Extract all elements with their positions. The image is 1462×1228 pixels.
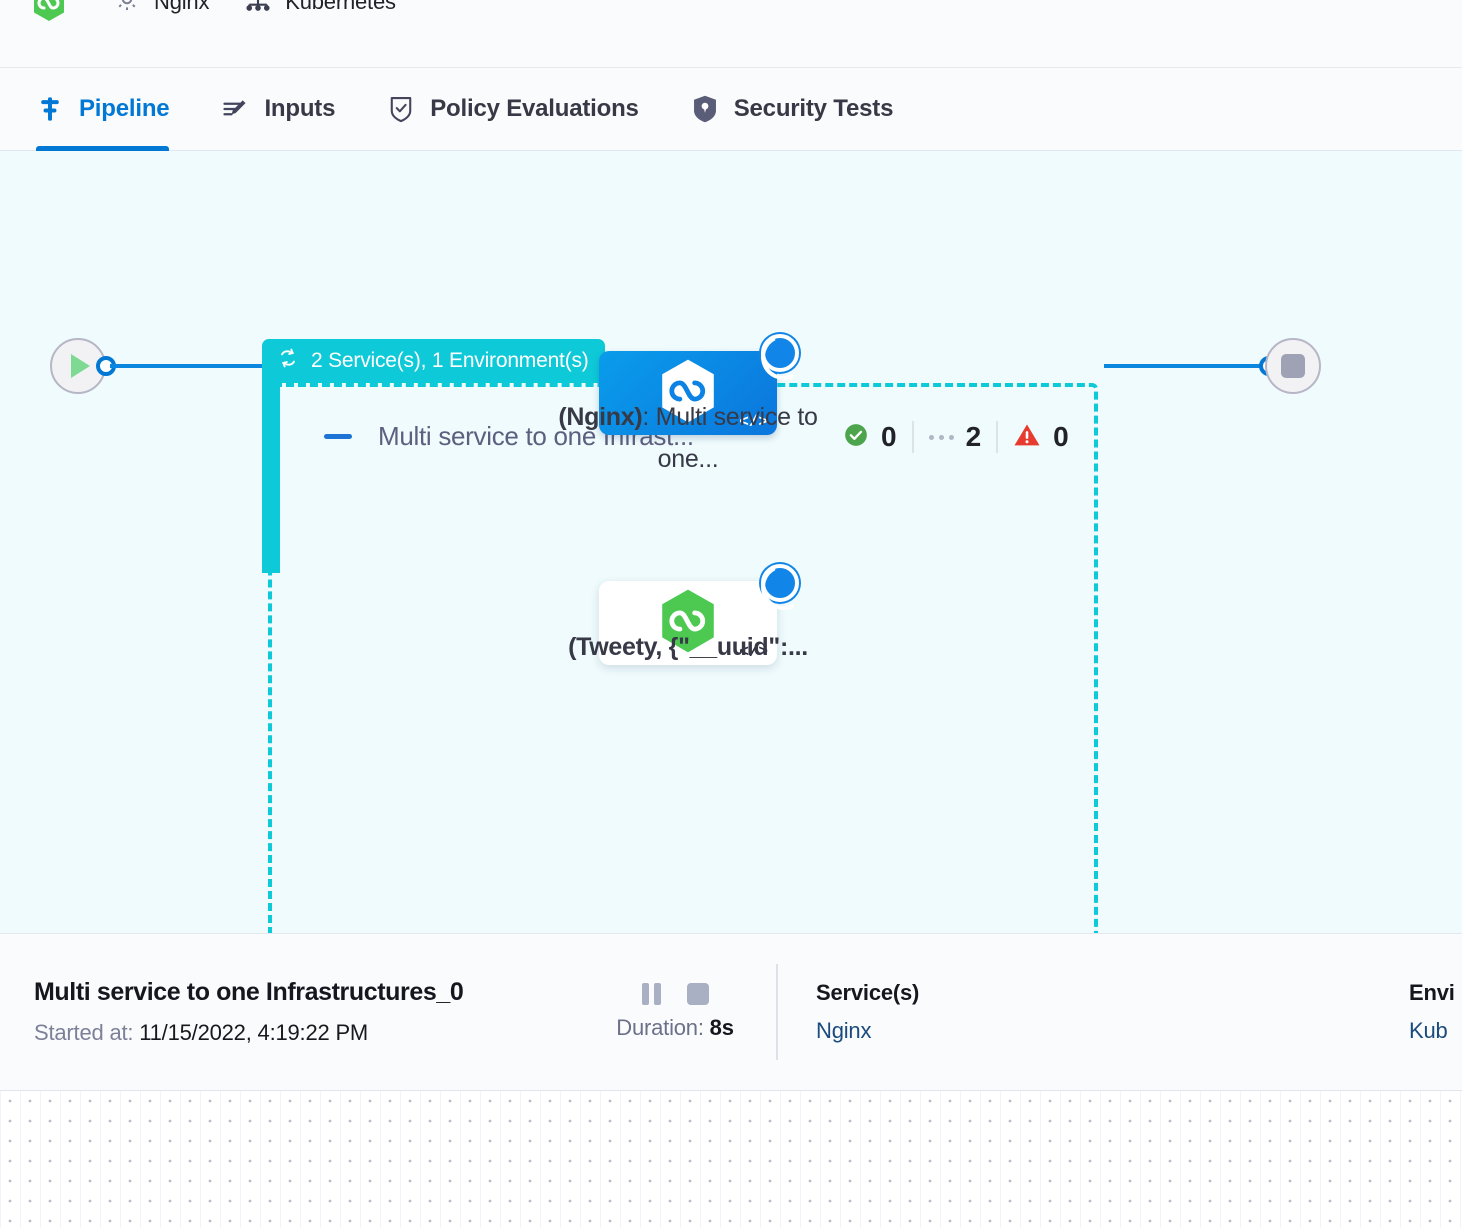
- execution-duration-block: Duration: 8s: [580, 983, 770, 1041]
- counter-error: 0: [998, 421, 1084, 453]
- environments-value[interactable]: Kub: [1409, 1018, 1448, 1043]
- stage-node-nginx-label-rest: : Multi service to one...: [642, 403, 818, 473]
- collapse-minus-icon[interactable]: [324, 434, 352, 439]
- node-status-running-spinner-tweety: [761, 564, 799, 602]
- context-chip-service-label: Nginx: [154, 0, 210, 14]
- code-brackets-icon: </>: [739, 643, 768, 661]
- environments-header: Envi: [1409, 980, 1455, 1005]
- tab-pipeline-label: Pipeline: [79, 95, 170, 122]
- execution-controls: [580, 983, 770, 1005]
- running-dots-icon: [928, 434, 954, 440]
- success-check-icon: [843, 422, 869, 453]
- harness-hexagon-white-icon: [656, 356, 720, 431]
- node-status-running-spinner-nginx: [761, 334, 799, 372]
- counter-success-value: 0: [881, 421, 897, 452]
- matrix-group-counters: 0 2 0: [843, 421, 1084, 453]
- stage-node-nginx-label: (Nginx): Multi service to one...: [558, 396, 818, 480]
- environments-column: Envi Kub: [1409, 980, 1455, 1044]
- counter-divider-1: [911, 421, 914, 453]
- execution-duration: Duration: 8s: [580, 1015, 770, 1041]
- matrix-group-badge[interactable]: 2 Service(s), 1 Environment(s): [262, 339, 605, 383]
- matrix-loop-icon: [276, 346, 300, 376]
- detail-divider: [776, 964, 778, 1060]
- pause-icon[interactable]: [641, 983, 661, 1005]
- context-chip-service[interactable]: Nginx: [112, 0, 209, 19]
- error-warning-icon: [1013, 422, 1041, 453]
- counter-running-value: 2: [965, 421, 982, 452]
- services-column: Service(s) Nginx: [778, 980, 919, 1044]
- shield-security-icon: [691, 94, 719, 124]
- connector-group-to-end: [1104, 364, 1268, 368]
- stop-icon: [1281, 354, 1305, 378]
- execution-started-at-value: 11/15/2022, 4:19:22 PM: [139, 1020, 369, 1045]
- top-context-strip: Nginx Kubernetes: [0, 0, 1462, 68]
- context-chip-harness[interactable]: [32, 0, 78, 22]
- tab-policy-evaluations-label: Policy Evaluations: [430, 95, 639, 122]
- kubernetes-icon: [243, 0, 273, 19]
- execution-detail-bar: Multi service to one Infrastructures_0 S…: [0, 933, 1462, 1091]
- harness-hexagon-green-icon: [32, 0, 66, 22]
- connector-start-to-group: [110, 364, 272, 368]
- services-header: Service(s): [816, 980, 920, 1005]
- inputs-icon: [221, 95, 249, 123]
- pipeline-icon: [36, 95, 64, 123]
- pipeline-canvas[interactable]: 2 Service(s), 1 Environment(s) Multi ser…: [0, 151, 1462, 933]
- stop-icon[interactable]: [686, 983, 709, 1005]
- services-value[interactable]: Nginx: [816, 1018, 872, 1043]
- execution-summary: Multi service to one Infrastructures_0 S…: [0, 978, 580, 1046]
- stage-node-tweety-label-bold: (Tweety, {"__uuid":...: [568, 633, 808, 661]
- stage-node-nginx-label-bold: (Nginx): [558, 403, 643, 431]
- harness-hexagon-green-icon: [656, 586, 720, 661]
- context-chip-environment[interactable]: Kubernetes: [243, 0, 396, 19]
- gear-icon: [112, 0, 142, 19]
- stage-node-nginx[interactable]: </>: [599, 351, 777, 435]
- context-chip-environment-label: Kubernetes: [285, 0, 396, 14]
- tab-inputs[interactable]: Inputs: [221, 68, 361, 151]
- execution-duration-value: 8s: [709, 1015, 734, 1040]
- stage-node-tweety[interactable]: </>: [599, 581, 777, 665]
- execution-duration-label: Duration:: [616, 1015, 704, 1040]
- shield-check-icon: [387, 94, 415, 124]
- counter-running: 2: [914, 421, 997, 453]
- tab-security-tests[interactable]: Security Tests: [691, 68, 920, 151]
- execution-started-at: Started at: 11/15/2022, 4:19:22 PM: [34, 1020, 580, 1046]
- tab-policy-evaluations[interactable]: Policy Evaluations: [387, 68, 664, 151]
- code-brackets-icon: </>: [739, 413, 768, 431]
- tab-pipeline[interactable]: Pipeline: [36, 68, 195, 151]
- matrix-group-badge-label: 2 Service(s), 1 Environment(s): [311, 349, 589, 372]
- execution-title: Multi service to one Infrastructures_0: [34, 978, 464, 1006]
- stage-node-tweety-label: (Tweety, {"__uuid":...: [558, 626, 818, 668]
- play-icon: [71, 354, 90, 378]
- counter-divider-2: [996, 421, 999, 453]
- counter-success: 0: [843, 421, 912, 453]
- execution-tabs: Pipeline Inputs Policy Evaluations: [0, 68, 1462, 151]
- pipeline-end-node[interactable]: [1265, 338, 1321, 394]
- matrix-group-accent-bar: [262, 361, 280, 573]
- tab-inputs-label: Inputs: [264, 95, 336, 122]
- canvas-grid-background: [0, 1091, 1462, 1228]
- execution-started-at-label: Started at:: [34, 1020, 134, 1045]
- counter-error-value: 0: [1053, 421, 1069, 452]
- tab-security-tests-label: Security Tests: [733, 95, 894, 122]
